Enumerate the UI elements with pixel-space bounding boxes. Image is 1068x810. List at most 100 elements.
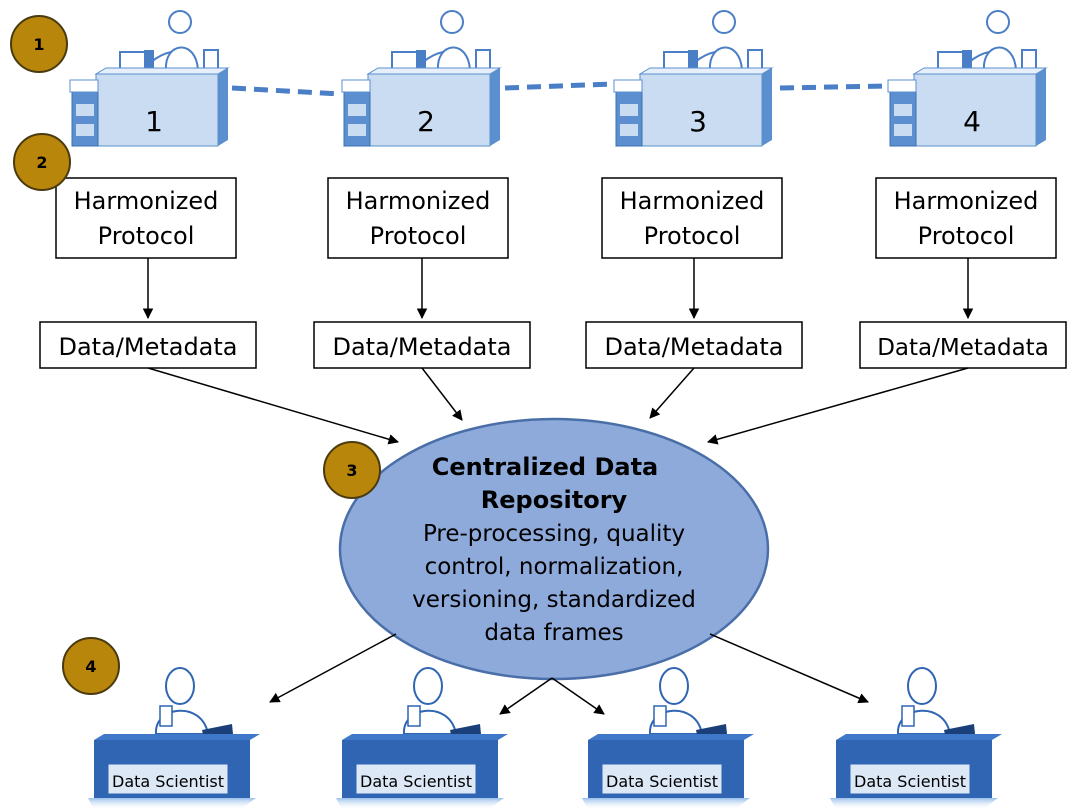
lab-desk-top	[912, 67, 1048, 75]
scientist-station-2: Data Scientist	[336, 667, 508, 810]
repository-desc-line3: versioning, standardized	[412, 587, 696, 613]
paper-stack	[69, 79, 99, 93]
repository-title-line2: Repository	[481, 486, 628, 514]
dashed-link	[779, 83, 889, 91]
scientist-desk-top	[94, 734, 260, 740]
scientist-station-4: Data Scientist	[830, 667, 1002, 810]
drawer	[76, 104, 94, 116]
data-label: Data/Metadata	[58, 333, 237, 361]
arrow	[421, 367, 463, 421]
lab-desk-side	[218, 68, 228, 146]
lab-desk-top	[94, 67, 230, 75]
drawer	[620, 104, 638, 116]
paper-stack	[887, 79, 917, 93]
lab-station-1: 1	[69, 10, 230, 147]
dashed-link	[231, 85, 341, 97]
repository-desc-line2: control, normalization,	[425, 554, 684, 580]
data-box-3: Data/Metadata	[585, 321, 803, 369]
protocol-label-line1: Harmonized	[74, 187, 219, 215]
arrow	[551, 677, 605, 715]
repository-desc-line4: data frames	[484, 620, 623, 646]
lab-desk-top	[366, 67, 502, 75]
protocol-label-line1: Harmonized	[620, 187, 765, 215]
arrow	[706, 367, 969, 445]
paper-stack	[341, 79, 371, 93]
lab-network-links	[231, 81, 889, 97]
step-marker-3: 3	[323, 441, 381, 499]
arrow	[147, 367, 400, 445]
scientist-label: Data Scientist	[112, 772, 224, 791]
scientist-label-plate	[355, 763, 477, 795]
arrow	[709, 633, 869, 704]
lab-drawer-unit	[615, 91, 643, 147]
scientist-label: Data Scientist	[854, 772, 966, 791]
floor-shadow	[336, 798, 504, 810]
scientist-station-3: Data Scientist	[582, 667, 754, 810]
drawer	[620, 124, 638, 136]
lab-desk-side	[1036, 68, 1046, 146]
scientist-label: Data Scientist	[606, 772, 718, 791]
protocol-label-line2: Protocol	[918, 222, 1015, 250]
lab-number: 3	[689, 105, 707, 138]
scientist-desk-top	[588, 734, 754, 740]
lab-drawer-unit	[71, 91, 99, 147]
drawer	[894, 124, 912, 136]
step-marker-label: 3	[346, 461, 357, 480]
protocol-label-line2: Protocol	[98, 222, 195, 250]
protocol-box-4: Harmonized Protocol	[875, 177, 1057, 259]
data-label: Data/Metadata	[877, 335, 1049, 361]
floor-shadow	[582, 798, 750, 810]
lab-desk-front	[639, 73, 763, 147]
lab-number: 2	[417, 105, 435, 138]
step-marker-label: 1	[33, 35, 44, 54]
floor-shadow	[830, 798, 998, 810]
lab-number: 4	[963, 105, 981, 138]
protocol-box-3: Harmonized Protocol	[601, 177, 783, 259]
scientist-label: Data Scientist	[360, 772, 472, 791]
paper-stack	[613, 79, 643, 93]
scientist-desk-top	[342, 734, 508, 740]
lab-number: 1	[145, 105, 163, 138]
lab-desk-front	[913, 73, 1037, 147]
drawer	[894, 104, 912, 116]
repository-desc-line1: Pre-processing, quality	[423, 521, 685, 547]
data-label: Data/Metadata	[332, 333, 511, 361]
protocol-label-line1: Harmonized	[346, 187, 491, 215]
data-label: Data/Metadata	[604, 333, 783, 361]
lab-station-2: 2	[341, 10, 502, 147]
lab-desk-front	[367, 73, 491, 147]
data-to-repository-arrows	[147, 367, 969, 445]
step-marker-1: 1	[10, 15, 68, 73]
step-marker-label: 2	[36, 153, 47, 172]
drawer	[348, 124, 366, 136]
lab-station-3: 3	[613, 10, 774, 147]
floor-shadow	[88, 798, 256, 810]
arrow	[649, 367, 695, 419]
lab-desk-top	[638, 67, 774, 75]
data-box-4: Data/Metadata	[859, 321, 1067, 369]
scientist-station-1: Data Scientist	[88, 667, 260, 810]
lab-drawer-unit	[343, 91, 371, 147]
lab-station-4: 4	[887, 10, 1048, 147]
central-repository: Centralized Data Repository Pre-processi…	[338, 417, 770, 681]
lab-drawer-unit	[889, 91, 917, 147]
lab-desk-side	[490, 68, 500, 146]
protocol-label-line2: Protocol	[370, 222, 467, 250]
arrow	[499, 677, 553, 715]
repository-to-scientist-arrows	[269, 633, 869, 715]
step-marker-2: 2	[13, 133, 71, 191]
scientist-label-plate	[601, 763, 723, 795]
scientist-label-plate	[849, 763, 971, 795]
step-marker-label: 4	[85, 657, 96, 676]
repository-title-line1: Centralized Data	[432, 453, 659, 481]
protocol-box-2: Harmonized Protocol	[327, 177, 509, 259]
scientist-label-plate	[107, 763, 229, 795]
data-box-2: Data/Metadata	[313, 321, 531, 369]
drawer	[348, 104, 366, 116]
protocol-to-data-arrows	[142, 258, 974, 320]
protocol-label-line2: Protocol	[644, 222, 741, 250]
step-marker-4: 4	[62, 637, 120, 695]
scientist-desk-top	[836, 734, 1002, 740]
protocol-box-1: Harmonized Protocol	[55, 177, 237, 259]
